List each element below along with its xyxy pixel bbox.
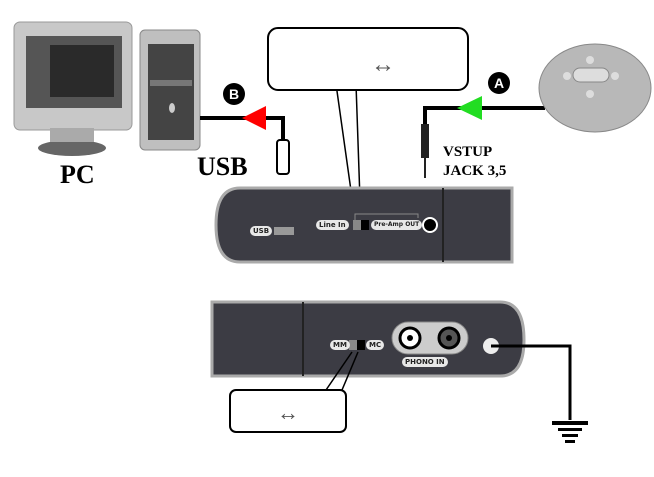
badge-a-text: A [494, 75, 504, 91]
badge-b-text: B [229, 86, 239, 102]
input-arrow-icon [457, 96, 482, 120]
pc-label: PC [60, 160, 95, 189]
line-in-label: Line In [316, 220, 349, 230]
device-front-panel [214, 186, 514, 264]
pc-tower-icon [139, 29, 201, 151]
monitor-icon [13, 21, 133, 156]
preamp-out-jack [422, 217, 438, 233]
input-cable [423, 106, 545, 140]
mm-label: MM [330, 340, 350, 350]
preamp-out-label: Pre-Amp OUT [371, 220, 423, 230]
usb-arrow-icon [242, 106, 266, 130]
input-label: VSTUP JACK 3,5 [443, 143, 506, 181]
input-label-line2: JACK 3,5 [443, 163, 507, 179]
mc-label: MC [366, 340, 385, 350]
switch-callout-top [267, 27, 469, 91]
badge-b [223, 83, 245, 105]
switch-arrow-icon: ↔ [277, 400, 299, 425]
usb-plug-icon [276, 139, 290, 175]
switch-callout-bottom [229, 389, 347, 433]
usb-port-label: USB [250, 226, 273, 236]
cd-player-icon [538, 43, 652, 133]
usb-cable [200, 116, 285, 140]
device-rear-panel [210, 300, 526, 378]
badge-a [488, 72, 510, 94]
phono-in-label: PHONO IN [402, 357, 448, 367]
ground-icon [552, 421, 588, 443]
jack-plug-icon [421, 124, 429, 158]
input-label-line1: VSTUP [443, 144, 493, 160]
usb-label: USB [197, 152, 248, 181]
switch-arrow-icon: ↔ [371, 52, 395, 78]
ground-wire [491, 344, 572, 420]
